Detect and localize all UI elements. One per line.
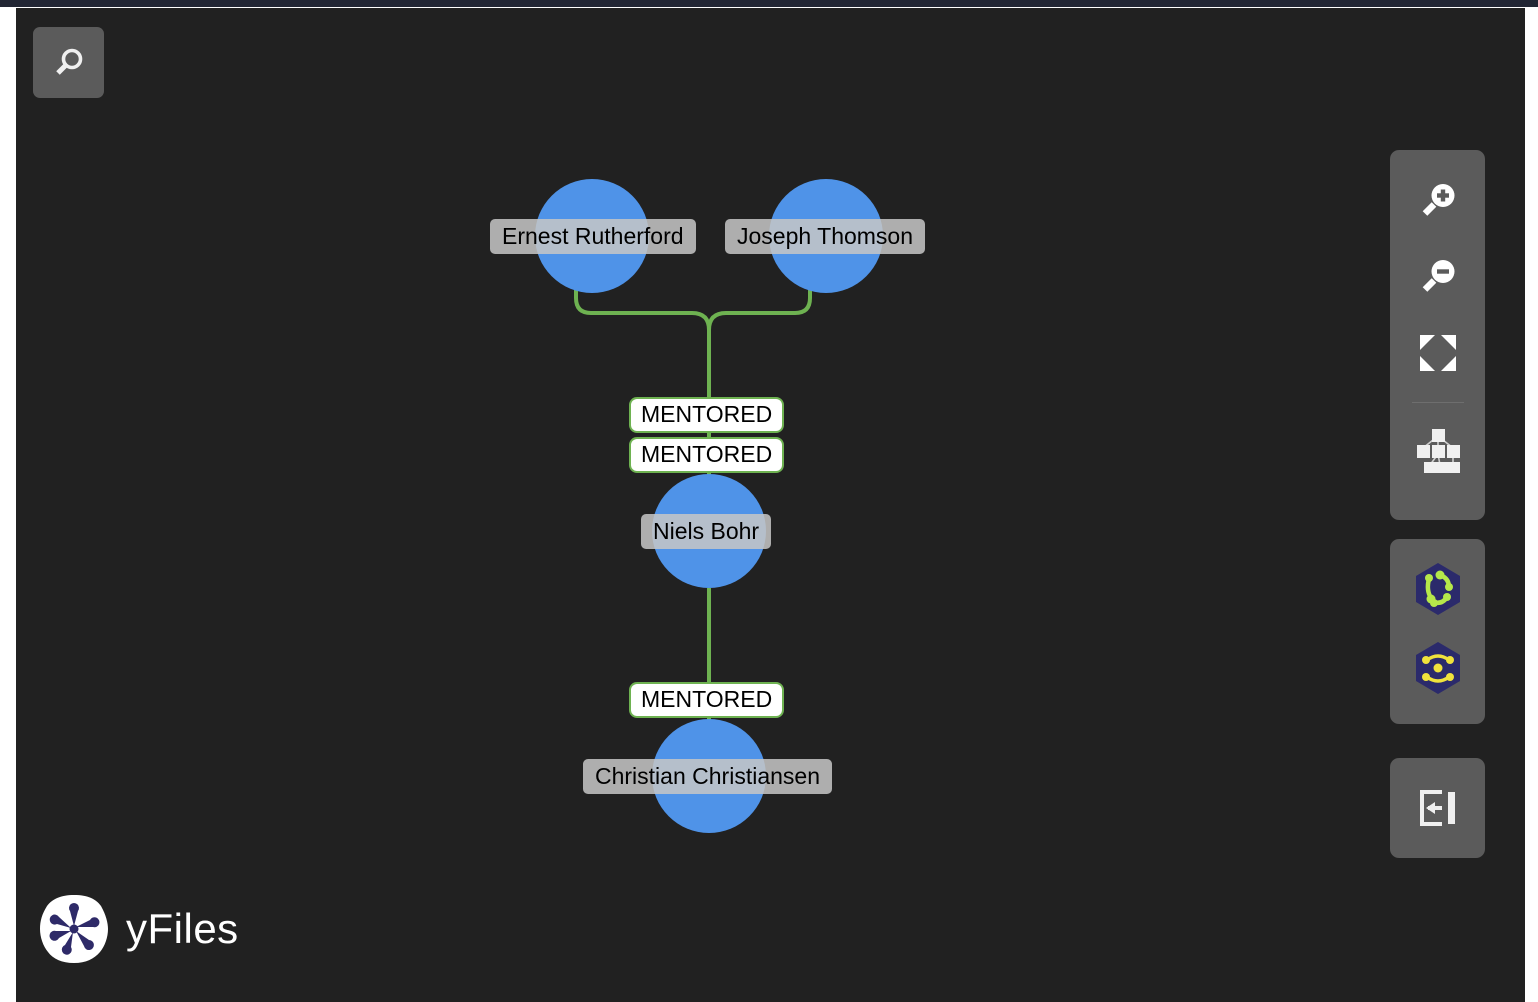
edge-label-mentored-1[interactable]: MENTORED <box>629 397 785 433</box>
organic-graph-hex-icon <box>1415 563 1460 615</box>
collapse-left-icon <box>1419 790 1455 826</box>
radial-graph-hex-icon <box>1415 642 1460 694</box>
yfiles-logo-icon <box>40 895 108 963</box>
yfiles-logo-text: yFiles <box>126 905 239 952</box>
search-icon <box>55 48 82 75</box>
node-label-thomson[interactable]: Joseph Thomson <box>725 219 926 254</box>
toolbar-divider <box>1411 402 1464 403</box>
zoom-out-icon <box>1422 260 1454 292</box>
organic-layout-button[interactable] <box>1407 558 1469 620</box>
search-button[interactable] <box>33 27 104 98</box>
collapse-toolbar <box>1390 758 1485 858</box>
fit-content-button[interactable] <box>1402 320 1474 386</box>
zoom-in-icon <box>1422 184 1454 216</box>
zoom-in-button[interactable] <box>1402 168 1474 234</box>
edge-rutherford-bohr[interactable] <box>574 285 711 400</box>
top-strip <box>0 0 1538 7</box>
zoom-toolbar <box>1390 150 1485 520</box>
node-label-bohr[interactable]: Niels Bohr <box>641 514 772 549</box>
graph-edges-svg <box>574 285 812 720</box>
yfiles-logo[interactable]: yFiles <box>38 893 239 965</box>
graph-canvas[interactable]: MENTORED MENTORED MENTORED Ernest Ruther… <box>16 8 1525 1002</box>
node-label-christiansen[interactable]: Christian Christiansen <box>583 759 832 794</box>
edge-label-mentored-2[interactable]: MENTORED <box>629 437 785 473</box>
edge-label-mentored-3[interactable]: MENTORED <box>629 682 785 718</box>
layout-toolbar <box>1390 539 1485 724</box>
zoom-out-button[interactable] <box>1402 244 1474 310</box>
edge-thomson-bohr[interactable] <box>707 285 812 400</box>
collapse-panel-button[interactable] <box>1402 775 1474 841</box>
hierarchic-layout-icon <box>1416 429 1460 473</box>
radial-layout-button[interactable] <box>1407 637 1469 699</box>
node-label-rutherford[interactable]: Ernest Rutherford <box>490 219 696 254</box>
hierarchic-layout-button[interactable] <box>1402 417 1474 483</box>
graph-layer: MENTORED MENTORED MENTORED Ernest Ruther… <box>16 8 1525 1002</box>
fit-content-icon <box>1419 335 1456 371</box>
